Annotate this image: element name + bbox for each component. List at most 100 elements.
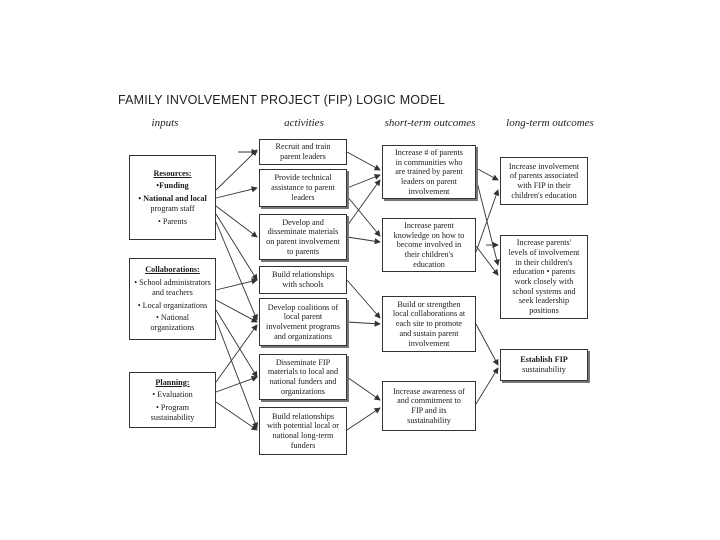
long-term-line: seek leadership (518, 296, 570, 306)
short-term-line: are trained by parent (395, 167, 463, 177)
connector-arrow (215, 401, 258, 431)
connector-arrow (215, 149, 258, 191)
long-term-line: with FIP in their (517, 181, 571, 190)
connector-arrow (215, 375, 258, 393)
short-term-line: each site to promote (395, 319, 463, 329)
short-term-line: Build or strengthen (397, 299, 461, 309)
activity-line: Disseminate FIP (275, 357, 331, 367)
activity-line: materials to local and (267, 367, 339, 377)
activity-line: parent leaders (280, 152, 326, 161)
input-line: • Program (155, 403, 190, 412)
input-line: sustainability (150, 412, 195, 422)
input-heading: Collaborations: (145, 265, 200, 275)
activity-line: disseminate materials (267, 227, 339, 237)
long-term-box-sustainability: Establish FIP sustainability (500, 349, 588, 381)
activity-line: Provide technical (274, 173, 332, 183)
connector-arrow (346, 236, 381, 245)
input-line: • School administrators (134, 278, 211, 288)
activity-line: Build relationships (271, 270, 335, 280)
input-line: • National (155, 313, 190, 323)
activity-line: national funders and (269, 377, 337, 386)
short-term-line: local collaborations at (392, 309, 466, 319)
activity-line: to parents (286, 246, 320, 256)
connector-arrow (475, 323, 499, 366)
activity-line: involvement programs (266, 322, 340, 331)
short-term-line: become involved in (396, 240, 462, 250)
connector-arrow (215, 205, 258, 238)
short-term-line: Increase parent (404, 220, 454, 230)
short-term-line: education (413, 259, 445, 269)
input-line: • National and local (138, 194, 207, 204)
activity-box-schools: Build relationships with schools (259, 266, 347, 294)
connector-arrow (475, 167, 499, 181)
short-term-line: in communities who (395, 157, 463, 167)
diagram-title: FAMILY INVOLVEMENT PROJECT (FIP) LOGIC M… (118, 93, 446, 107)
input-line: program staff (150, 203, 195, 213)
long-term-line: of parents associated (509, 171, 579, 181)
long-term-line: Increase parents' (516, 238, 572, 248)
long-term-line: Increase involvement (508, 161, 580, 171)
connector-arrow (215, 324, 258, 383)
activity-line: local parent (283, 312, 323, 322)
column-header-inputs: inputs (151, 117, 179, 129)
short-term-line: FIP and its (411, 406, 447, 415)
connector-arrow (346, 320, 381, 327)
connector-arrow (215, 221, 258, 321)
short-term-line: their children's (404, 249, 454, 259)
activity-line: with potential local or (266, 421, 340, 431)
input-box-planning: Planning: • Evaluation • Program sustain… (129, 372, 216, 428)
input-line: • Local organizations (137, 300, 208, 310)
short-term-line: involvement (408, 186, 450, 196)
column-header-short-term: short-term outcomes (384, 117, 476, 129)
long-term-line: school systems and (512, 286, 576, 296)
connector-arrow (346, 407, 381, 431)
short-term-line: leaders on parent (401, 176, 457, 186)
connector-arrow (215, 309, 258, 378)
activity-line: Develop coalitions of (267, 302, 339, 312)
activity-line: on parent involvement (266, 237, 340, 246)
short-term-box-awareness: Increase awareness of and commitment to … (382, 381, 476, 431)
activity-box-disseminate-fip: Disseminate FIP materials to local and n… (259, 354, 347, 400)
long-term-box-involvement: Increase involvement of parents associat… (500, 157, 588, 205)
input-line: •Funding (156, 181, 189, 191)
activity-line: funders (290, 440, 316, 450)
activity-line: and organizations (274, 331, 332, 341)
connector-arrow (215, 299, 258, 323)
connector-arrow (346, 279, 381, 319)
connector-arrow (346, 151, 381, 171)
short-term-box-trained-parents: Increase # of parents in communities who… (382, 145, 476, 199)
connector-arrow (346, 179, 381, 227)
activity-line: organizations (281, 386, 325, 396)
activity-line: Build relationships (271, 411, 335, 421)
activity-line: Develop and (282, 217, 324, 227)
connector-arrow (215, 213, 258, 281)
activity-box-funders: Build relationships with potential local… (259, 407, 347, 455)
input-box-resources: Resources: •Funding • National and local… (129, 155, 216, 240)
activity-box-recruit: Recruit and train parent leaders (259, 139, 347, 165)
activity-box-technical-assistance: Provide technical assistance to parent l… (259, 169, 347, 207)
short-term-line: Increase # of parents (395, 147, 463, 157)
input-line: • Evaluation (152, 390, 193, 400)
long-term-line: positions (529, 306, 559, 316)
short-term-line: knowledge on how to (393, 230, 465, 240)
long-term-line: Establish FIP (520, 355, 568, 365)
activity-line: assistance to parent (271, 183, 335, 193)
activity-box-develop-materials: Develop and disseminate materials on par… (259, 214, 347, 260)
input-heading: Planning: (155, 377, 190, 387)
activity-line: with schools (282, 280, 324, 289)
column-header-long-term: long-term outcomes (506, 117, 594, 129)
connector-arrow (346, 174, 381, 189)
input-line: • Parents (157, 216, 188, 226)
connector-arrow (346, 195, 381, 237)
activity-line: national long-term (272, 431, 334, 440)
input-line: organizations (150, 322, 195, 332)
short-term-box-parent-knowledge: Increase parent knowledge on how to beco… (382, 218, 476, 272)
long-term-line: sustainability (522, 365, 566, 374)
short-term-line: involvement (408, 338, 450, 348)
connector-arrow (215, 186, 258, 199)
short-term-box-collaborations: Build or strengthen local collaborations… (382, 296, 476, 352)
activity-line: Recruit and train (275, 142, 331, 152)
connector-arrow (215, 319, 259, 429)
input-heading: Resources: (153, 168, 192, 178)
